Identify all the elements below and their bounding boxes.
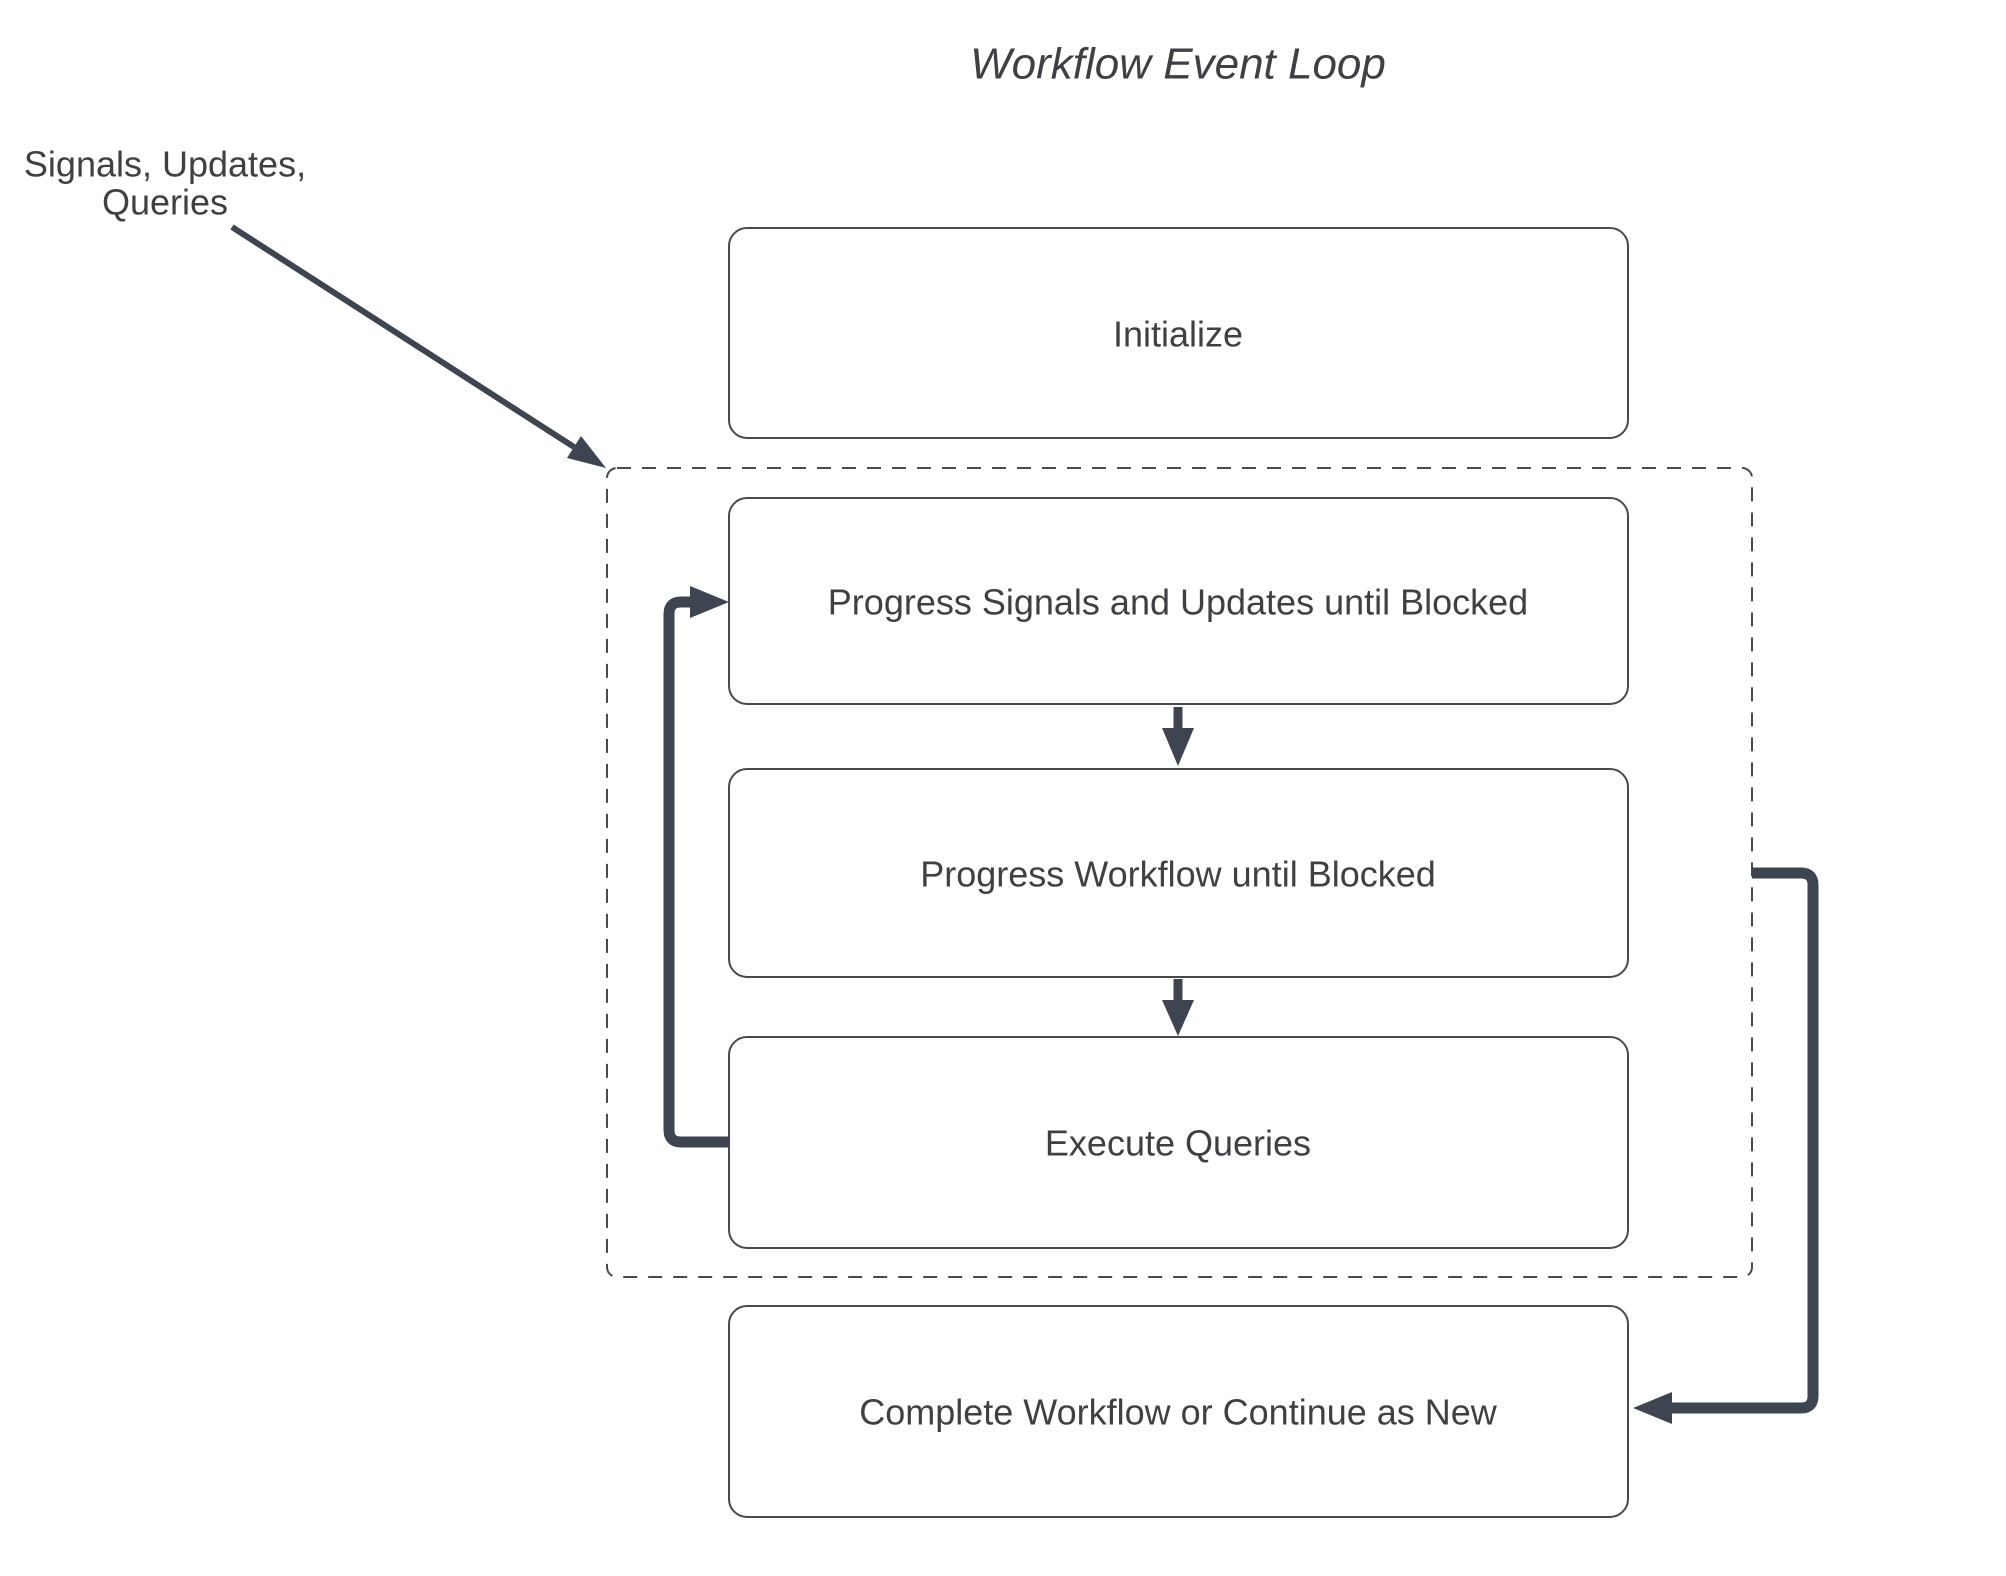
arrow-signals-to-workflow-head-icon <box>1162 728 1194 766</box>
node-complete: Complete Workflow or Continue as New <box>728 1305 1629 1518</box>
external-input-arrow-line <box>230 224 576 450</box>
node-progress-workflow-label: Progress Workflow until Blocked <box>920 854 1436 895</box>
loop-back-arrow-line <box>663 596 730 1148</box>
arrow-workflow-to-queries-head-icon <box>1162 1000 1194 1036</box>
continue-arrow <box>1633 867 1819 1424</box>
node-progress-workflow-box <box>728 768 1629 978</box>
external-input-arrow <box>230 224 606 468</box>
node-execute-queries-label: Execute Queries <box>1045 1123 1311 1164</box>
continue-arrow-line <box>1672 867 1819 1414</box>
external-input-label: Signals, Updates, Queries <box>24 144 306 223</box>
external-input-label-line2: Queries <box>102 182 228 223</box>
loop-back-arrow <box>663 586 730 1148</box>
node-initialize: Initialize <box>728 227 1629 439</box>
external-input-arrowhead-icon <box>567 436 606 468</box>
arrow-workflow-to-queries <box>1162 979 1194 1036</box>
continue-arrowhead-icon <box>1633 1392 1672 1424</box>
node-progress-signals-label: Progress Signals and Updates until Block… <box>828 582 1528 623</box>
loop-back-arrowhead-icon <box>690 586 729 618</box>
diagram-title: Workflow Event Loop <box>970 40 1386 89</box>
node-progress-workflow: Progress Workflow until Blocked <box>728 768 1629 978</box>
external-input-label-line1: Signals, Updates, <box>24 144 306 185</box>
node-complete-label: Complete Workflow or Continue as New <box>859 1392 1498 1433</box>
node-progress-signals-box <box>728 497 1629 705</box>
node-execute-queries: Execute Queries <box>728 1036 1629 1249</box>
arrow-signals-to-workflow <box>1162 707 1194 766</box>
node-initialize-box <box>728 227 1629 439</box>
node-initialize-label: Initialize <box>1113 314 1243 355</box>
node-complete-box <box>728 1305 1629 1518</box>
node-progress-signals: Progress Signals and Updates until Block… <box>728 497 1629 705</box>
